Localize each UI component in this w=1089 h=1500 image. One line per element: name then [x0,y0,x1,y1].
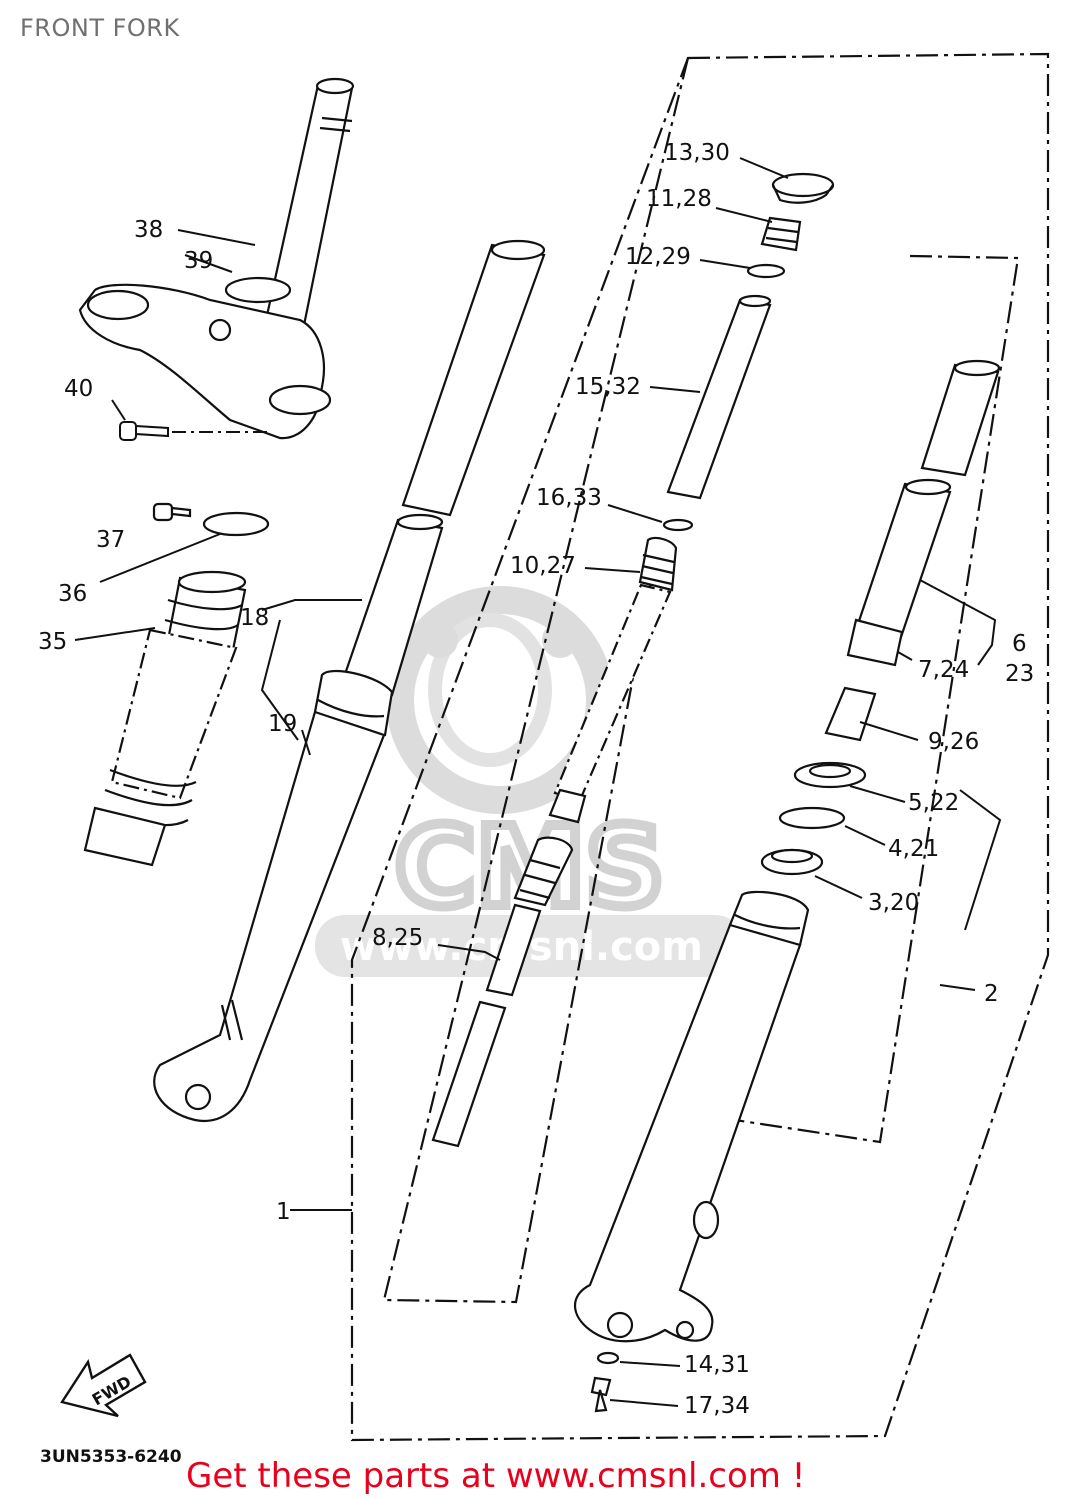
footer-link[interactable]: Get these parts at www.cmsnl.com ! [186,1456,806,1496]
callout-40: 40 [64,376,93,402]
callout-19: 19 [268,711,297,737]
right-outer-tube [574,890,810,1413]
callout-6: 6 [1012,631,1027,657]
leader-lines [74,157,1002,1407]
callout-18: 18 [240,605,269,631]
callout-2: 2 [984,981,999,1007]
right-fork-internals [760,359,1001,876]
callout-36: 36 [58,581,87,607]
callout-39: 39 [184,248,213,274]
callout-3-20: 3,20 [868,890,919,916]
fwd-arrow-icon: FWD [60,1353,147,1418]
steering-stem [78,77,355,440]
fork-cap-parts [746,172,835,279]
callout-10-27: 10,27 [510,553,576,579]
cmsnl-watermark: CMS CMS www.cmsnl.com [315,586,745,977]
callout-35: 35 [38,629,67,655]
left-fork-leg [153,239,546,1123]
callout-5-22: 5,22 [908,790,959,816]
callout-23: 23 [1005,661,1034,687]
assembly-outline-dashed [350,52,1050,1442]
callout-15-32: 15,32 [575,374,641,400]
drawing-code: 3UN5353-6240 [40,1447,182,1467]
callout-11-28: 11,28 [646,186,712,212]
pinch-bolt [119,421,270,441]
callout-16-33: 16,33 [536,485,602,511]
callout-12-29: 12,29 [625,244,691,270]
callout-7-24: 7,24 [918,657,969,683]
callout-1: 1 [276,1199,291,1225]
callout-14-31: 14,31 [684,1352,750,1378]
fork-boot [83,502,270,867]
callout-38: 38 [134,217,163,243]
callout-37: 37 [96,527,125,553]
callout-4-21: 4,21 [888,836,939,862]
callout-8-25: 8,25 [372,925,423,951]
damper-assembly [431,294,772,1148]
callout-17-34: 17,34 [684,1393,750,1419]
callout-9-26: 9,26 [928,729,979,755]
callout-labels: 13,30 11,28 12,29 15,32 16,33 10,27 8,25… [38,140,1034,1419]
page-title: FRONT FORK [20,14,180,42]
callout-13-30: 13,30 [664,140,730,166]
